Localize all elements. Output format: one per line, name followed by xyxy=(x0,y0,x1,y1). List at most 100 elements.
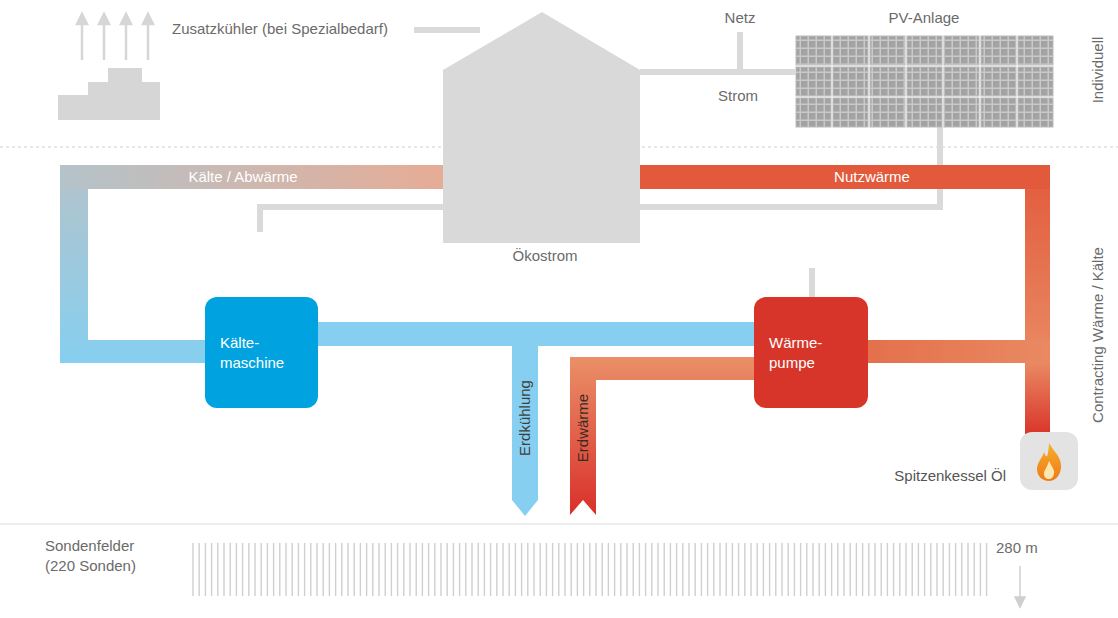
probe xyxy=(769,543,770,596)
pv-cell xyxy=(944,98,979,127)
probe xyxy=(571,543,572,596)
probe xyxy=(453,543,454,596)
probe xyxy=(360,543,361,596)
power-label: Strom xyxy=(718,86,758,106)
pv-cell xyxy=(870,67,905,96)
probe xyxy=(211,543,212,596)
probe xyxy=(775,543,776,596)
probe xyxy=(924,543,925,596)
heat-pipe xyxy=(640,165,1050,189)
probe xyxy=(496,543,497,596)
probe xyxy=(949,543,950,596)
probe xyxy=(899,543,900,596)
probe xyxy=(812,543,813,596)
probe xyxy=(713,543,714,596)
probe xyxy=(614,543,615,596)
probe xyxy=(329,543,330,596)
zone-label: Contracting Wärme / Kälte xyxy=(1088,247,1108,423)
probe xyxy=(304,543,305,596)
chiller-box: Kälte- maschine xyxy=(205,297,318,408)
probe xyxy=(936,543,937,596)
pipe-label: Nutzwärme xyxy=(834,167,910,187)
air-arrow xyxy=(125,22,128,60)
pv-cell xyxy=(907,67,942,96)
depth-label: 280 m xyxy=(996,538,1038,558)
probe xyxy=(887,543,888,596)
probe xyxy=(409,543,410,596)
probe xyxy=(589,543,590,596)
boiler-box: Spitzenkessel Öl xyxy=(1020,432,1078,490)
probe xyxy=(825,543,826,596)
probe xyxy=(862,543,863,596)
flow-label: Erdkühlung xyxy=(515,380,535,456)
pv-panel xyxy=(796,36,1053,127)
probe xyxy=(707,543,708,596)
probe xyxy=(447,543,448,596)
probe xyxy=(837,543,838,596)
probe xyxy=(397,543,398,596)
probe xyxy=(620,543,621,596)
probe xyxy=(918,543,919,596)
probe xyxy=(428,543,429,596)
probe xyxy=(323,543,324,596)
probe xyxy=(229,543,230,596)
flame-core xyxy=(1044,461,1054,479)
pv-cell xyxy=(1018,67,1053,96)
probe xyxy=(967,543,968,596)
pv-label: PV-Anlage xyxy=(889,8,960,28)
probe xyxy=(843,543,844,596)
pv-cell xyxy=(907,36,942,65)
probe xyxy=(602,543,603,596)
probe xyxy=(546,543,547,596)
cooler-arrows xyxy=(77,14,153,60)
probe xyxy=(391,543,392,596)
air-arrow xyxy=(103,22,106,60)
probe xyxy=(310,543,311,596)
probe xyxy=(205,543,206,596)
air-arrow xyxy=(147,22,150,60)
probe xyxy=(955,543,956,596)
probe xyxy=(267,543,268,596)
cooler-wire xyxy=(414,27,480,33)
probe xyxy=(701,543,702,596)
probe xyxy=(651,543,652,596)
probe xyxy=(490,543,491,596)
probe xyxy=(316,543,317,596)
probe xyxy=(893,543,894,596)
probe xyxy=(850,543,851,596)
depth-arrow-line xyxy=(1019,566,1021,598)
probe xyxy=(670,543,671,596)
probe xyxy=(434,543,435,596)
probe xyxy=(521,543,522,596)
pv-cell xyxy=(944,36,979,65)
probe xyxy=(292,543,293,596)
probe xyxy=(422,543,423,596)
probe xyxy=(856,543,857,596)
pv-cell xyxy=(981,36,1016,65)
probe xyxy=(577,543,578,596)
probe xyxy=(645,543,646,596)
pv-cell xyxy=(870,36,905,65)
probe xyxy=(540,543,541,596)
probe xyxy=(943,543,944,596)
probe xyxy=(440,543,441,596)
probe-field-label: Sondenfelder (220 Sonden) xyxy=(45,536,160,575)
probe xyxy=(676,543,677,596)
pv-cell xyxy=(907,98,942,127)
probe xyxy=(378,543,379,596)
probe-field xyxy=(193,543,987,596)
probe xyxy=(347,543,348,596)
probe xyxy=(719,543,720,596)
probe xyxy=(657,543,658,596)
zone-label: Individuell xyxy=(1088,37,1108,104)
pv-cell xyxy=(833,67,868,96)
probe xyxy=(763,543,764,596)
boiler-label: Spitzenkessel Öl xyxy=(894,466,1006,486)
probe xyxy=(881,543,882,596)
probe xyxy=(478,543,479,596)
cooler-body xyxy=(58,68,160,120)
probe xyxy=(819,543,820,596)
probe xyxy=(552,543,553,596)
probe xyxy=(366,543,367,596)
